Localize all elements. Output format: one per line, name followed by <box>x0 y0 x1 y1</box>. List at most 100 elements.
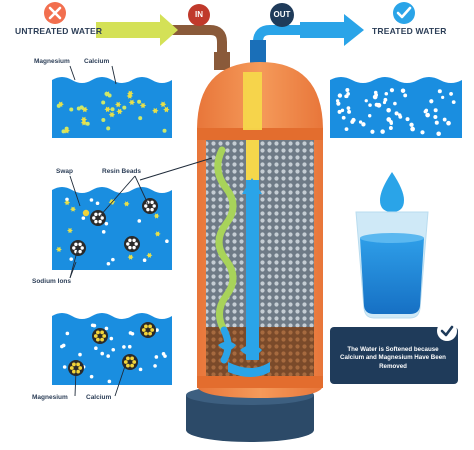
clean-water-particle <box>341 115 346 120</box>
magnesium-ion <box>159 101 167 108</box>
bottom-magnesium-label: Magnesium <box>32 394 68 401</box>
sodium-ions-label: Sodium Ions <box>32 278 71 285</box>
magnesium-ion <box>123 201 130 207</box>
resin-site <box>148 331 153 336</box>
magnesium-ion <box>104 106 111 113</box>
resin-site <box>92 216 96 220</box>
resin-site <box>80 246 84 250</box>
clean-water-particle <box>346 92 350 96</box>
clean-water-particle <box>403 93 408 98</box>
resin-bead <box>140 322 156 338</box>
clean-water-particle <box>368 103 372 107</box>
clean-water-particle <box>393 101 397 106</box>
clean-water-particle <box>374 93 379 97</box>
magnesium-ion <box>152 107 159 114</box>
x-circle-icon <box>44 2 66 24</box>
calcium-ion <box>101 100 106 105</box>
clean-water-particle <box>364 99 368 103</box>
clean-water-particle <box>429 99 434 104</box>
sodium-ion <box>155 328 159 332</box>
clean-water-particle <box>340 108 345 113</box>
calcium-ion <box>104 91 109 96</box>
calcium-ion <box>107 93 112 98</box>
resin-site <box>78 249 82 254</box>
resin-site <box>72 362 76 367</box>
resin-site <box>144 324 148 329</box>
magnesium-ion <box>108 111 116 118</box>
clean-water-particle <box>358 120 363 124</box>
clean-water-particle <box>336 101 341 106</box>
clean-water-particle <box>433 114 438 120</box>
clean-water-particle <box>446 120 451 126</box>
calcium-ion <box>56 103 61 108</box>
top-calcium-label: Calcium <box>84 58 110 65</box>
resin-site <box>146 207 150 212</box>
magnesium-ion <box>127 90 134 97</box>
resin-site <box>102 334 107 338</box>
check-circle-icon <box>436 320 458 342</box>
calcium-ion <box>101 117 106 122</box>
sodium-ion <box>101 230 106 234</box>
resin-site <box>100 330 104 335</box>
magnesium-ion <box>139 102 147 109</box>
sodium-ion <box>69 257 74 261</box>
resin-site <box>148 324 153 329</box>
clean-water-particle <box>442 117 447 122</box>
clean-water-particle <box>410 126 415 132</box>
resin-site <box>144 331 148 336</box>
clean-water-particle <box>382 100 387 105</box>
clean-water-particle <box>409 122 414 127</box>
sodium-ion <box>94 346 98 350</box>
sodium-ion <box>89 374 94 379</box>
resin-site <box>144 204 148 208</box>
treated-water-label: TREATED WATER <box>372 26 447 36</box>
calcium-ion <box>162 128 167 133</box>
resin-site <box>132 360 137 364</box>
resin-site <box>100 337 104 342</box>
magnesium-ion <box>128 99 136 106</box>
resin-beads-label: Resin Beads <box>102 168 142 175</box>
clean-water-particle <box>434 120 439 125</box>
sodium-ion <box>60 344 64 349</box>
resin-bead <box>124 236 140 252</box>
calcium-ion <box>138 116 143 121</box>
sodium-ion <box>106 354 110 358</box>
magnesium-ion <box>80 119 88 126</box>
clean-water-particle <box>384 92 389 96</box>
clean-water-particle <box>344 127 349 131</box>
resin-site <box>94 212 98 217</box>
info-box <box>330 327 458 384</box>
clean-water-particle <box>351 117 356 123</box>
magnesium-ion <box>55 246 62 252</box>
clean-water-particle <box>394 111 399 116</box>
clean-water-particle <box>424 108 429 113</box>
resin-site <box>76 362 80 367</box>
magnesium-ion <box>163 106 170 113</box>
clean-water-particle <box>380 129 385 134</box>
sodium-ion <box>127 344 132 349</box>
clean-water-particle <box>437 89 442 94</box>
resin-site <box>128 245 132 250</box>
magnesium-ion <box>115 101 122 108</box>
out-badge <box>270 3 294 27</box>
clean-water-particle <box>433 108 438 113</box>
clean-water-particle <box>344 94 348 99</box>
resin-site <box>72 246 76 250</box>
clean-water-particle <box>370 129 375 134</box>
resin-site <box>76 369 80 374</box>
sodium-ion <box>138 367 143 372</box>
resin-site <box>126 242 130 246</box>
resin-site <box>93 334 98 338</box>
resin-bead <box>142 198 158 214</box>
resin-site <box>94 219 98 224</box>
calcium-ion <box>106 126 111 131</box>
sodium-ion <box>153 364 157 368</box>
clean-water-particle <box>405 117 410 122</box>
in-badge <box>188 4 210 26</box>
clean-water-particle <box>335 99 340 103</box>
resin-site <box>98 219 102 224</box>
magnesium-ion <box>116 108 123 115</box>
info-text: The Water is Softened because Calcium an… <box>340 346 446 370</box>
sodium-ion <box>65 197 69 202</box>
sodium-ion <box>104 221 109 226</box>
